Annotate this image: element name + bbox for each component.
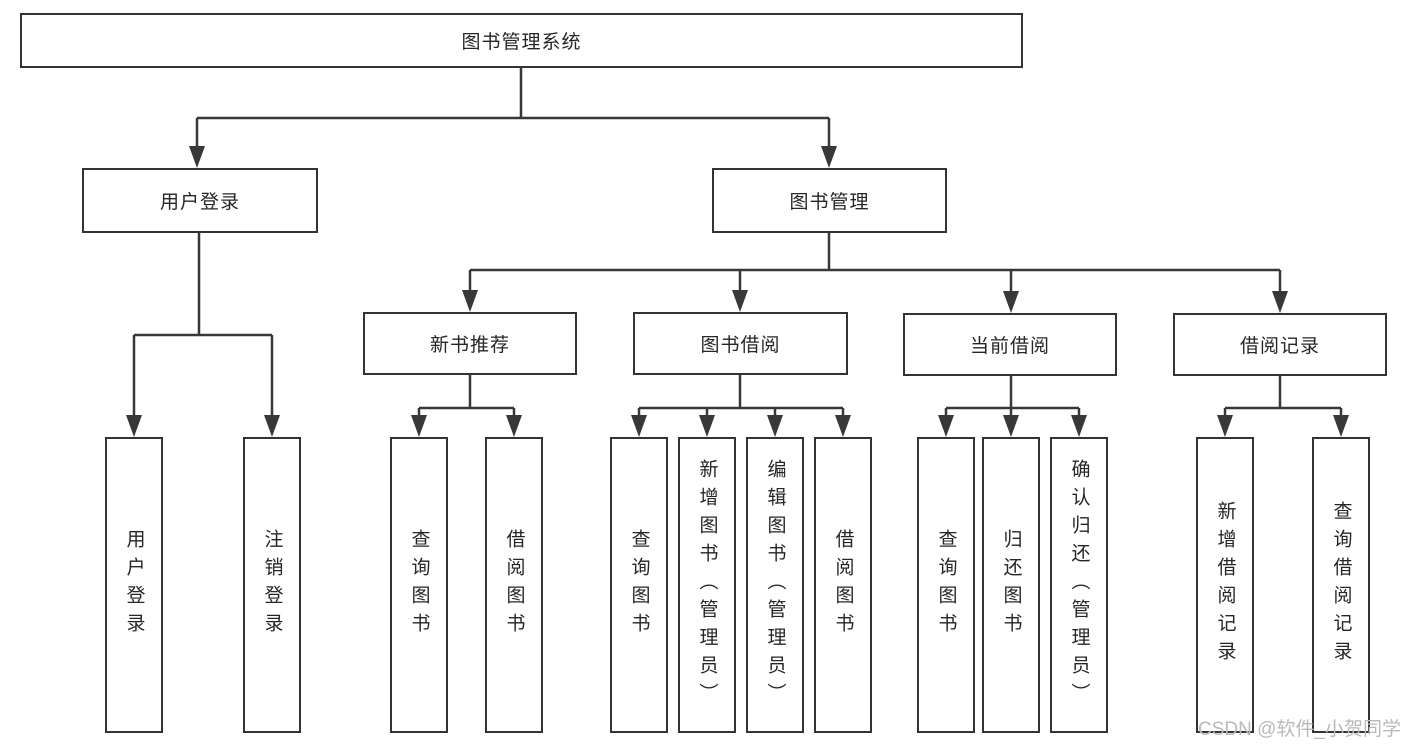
arrowhead-icon [1003, 415, 1019, 437]
leaf-return-book: 归还图书 [982, 437, 1040, 733]
arrowhead-icon [767, 415, 783, 437]
leaf-borrow-books: 借阅图书 [814, 437, 872, 733]
arrowhead-icon [189, 146, 205, 168]
leaf-query-books-borrow: 查询图书 [610, 437, 668, 733]
arrowhead-icon [126, 415, 142, 437]
leaf-borrow-books-recommend: 借阅图书 [485, 437, 543, 733]
arrowhead-icon [835, 415, 851, 437]
node-book-borrow: 图书借阅 [633, 312, 848, 375]
leaf-add-borrow-record: 新增借阅记录 [1196, 437, 1254, 733]
leaf-user-login: 用户登录 [105, 437, 163, 733]
leaf-query-borrow-record: 查询借阅记录 [1312, 437, 1370, 733]
node-book-management: 图书管理 [712, 168, 947, 233]
node-borrow-records: 借阅记录 [1173, 313, 1387, 376]
node-system-root: 图书管理系统 [20, 13, 1023, 68]
leaf-logout: 注销登录 [243, 437, 301, 733]
arrowhead-icon [462, 290, 478, 312]
arrowhead-icon [411, 415, 427, 437]
leaf-edit-book-admin: 编辑图书（管理员） [746, 437, 804, 733]
leaf-query-books-current: 查询图书 [917, 437, 975, 733]
node-current-borrow: 当前借阅 [903, 313, 1117, 376]
arrowhead-icon [1003, 291, 1019, 313]
leaf-add-book-admin: 新增图书（管理员） [678, 437, 736, 733]
arrowhead-icon [1272, 291, 1288, 313]
node-new-book-recommend: 新书推荐 [363, 312, 577, 375]
arrowhead-icon [732, 290, 748, 312]
leaf-query-books-recommend: 查询图书 [390, 437, 448, 733]
node-user-login: 用户登录 [82, 168, 318, 233]
arrowhead-icon [1217, 415, 1233, 437]
arrowhead-icon [506, 415, 522, 437]
arrowhead-icon [699, 415, 715, 437]
arrowhead-icon [1333, 415, 1349, 437]
leaf-confirm-return-admin: 确认归还（管理员） [1050, 437, 1108, 733]
arrowhead-icon [938, 415, 954, 437]
arrowhead-icon [264, 415, 280, 437]
arrowhead-icon [631, 415, 647, 437]
csdn-watermark: CSDN @软件_小贺同学 [1198, 719, 1401, 740]
arrowhead-icon [821, 146, 837, 168]
arrowhead-icon [1071, 415, 1087, 437]
